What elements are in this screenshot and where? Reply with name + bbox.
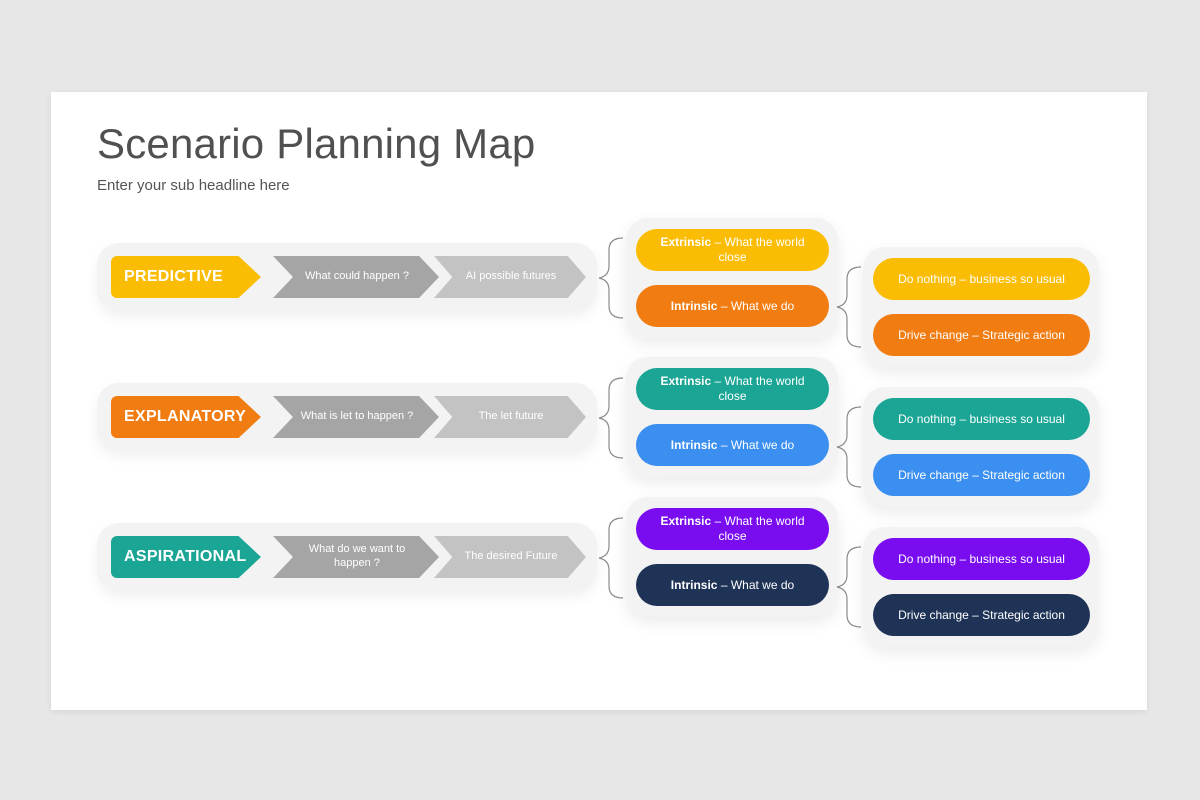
pill-bold-label: Extrinsic — [660, 514, 712, 528]
pill-do-nothing-aspirational: Do nothing – business so usual — [873, 538, 1090, 580]
bracket-icon — [836, 546, 862, 628]
pill-extrinsic-explanatory: Extrinsic – What the world close — [636, 368, 829, 410]
pill-text: – What the world close — [711, 235, 805, 264]
pill-intrinsic-explanatory: Intrinsic – What we do — [636, 424, 829, 466]
pill-extrinsic-aspirational: Extrinsic – What the world close — [636, 508, 829, 550]
slide: Scenario Planning Map Enter your sub hea… — [51, 92, 1147, 710]
step-the-desired-future: The desired Future — [434, 536, 586, 578]
bracket-icon — [598, 377, 624, 459]
pill-drive-change-aspirational: Drive change – Strategic action — [873, 594, 1090, 636]
pill-bold-label: Intrinsic — [670, 437, 718, 452]
pill-bold-label: Extrinsic — [660, 374, 712, 388]
pill-bold-label: Intrinsic — [670, 577, 718, 592]
page-title: Scenario Planning Map — [97, 120, 536, 167]
step-what-do-we-want-to-happen: What do we want to happen ? — [273, 536, 439, 578]
pill-text: – What the world close — [711, 514, 805, 543]
pill-do-nothing-explanatory: Do nothing – business so usual — [873, 398, 1090, 440]
label-explanatory: EXPLANATORY — [111, 396, 261, 438]
pill-intrinsic-predictive: Intrinsic – What we do — [636, 285, 829, 327]
pill-text: – What the world close — [711, 374, 805, 403]
pill-bold-label: Intrinsic — [670, 298, 718, 313]
pill-extrinsic-predictive: Extrinsic – What the world close — [636, 229, 829, 271]
pill-text: – What we do — [717, 298, 795, 313]
bracket-icon — [836, 266, 862, 348]
step-all-possible-futures: AI possible futures — [434, 256, 586, 298]
step-the-let-future: The let future — [434, 396, 586, 438]
step-what-is-let-to-happen: What is let to happen ? — [273, 396, 439, 438]
pill-do-nothing-predictive: Do nothing – business so usual — [873, 258, 1090, 300]
pill-drive-change-predictive: Drive change – Strategic action — [873, 314, 1090, 356]
step-what-could-happen: What could happen ? — [273, 256, 439, 298]
sub-headline: Enter your sub headline here — [97, 177, 290, 194]
bracket-icon — [598, 517, 624, 599]
pill-text: – What we do — [717, 437, 795, 452]
pill-drive-change-explanatory: Drive change – Strategic action — [873, 454, 1090, 496]
bracket-icon — [836, 406, 862, 488]
pill-bold-label: Extrinsic — [660, 235, 712, 249]
label-predictive: PREDICTIVE — [111, 256, 261, 298]
pill-text: – What we do — [717, 577, 795, 592]
label-aspirational: ASPIRATIONAL — [111, 536, 261, 578]
bracket-icon — [598, 237, 624, 319]
pill-intrinsic-aspirational: Intrinsic – What we do — [636, 564, 829, 606]
